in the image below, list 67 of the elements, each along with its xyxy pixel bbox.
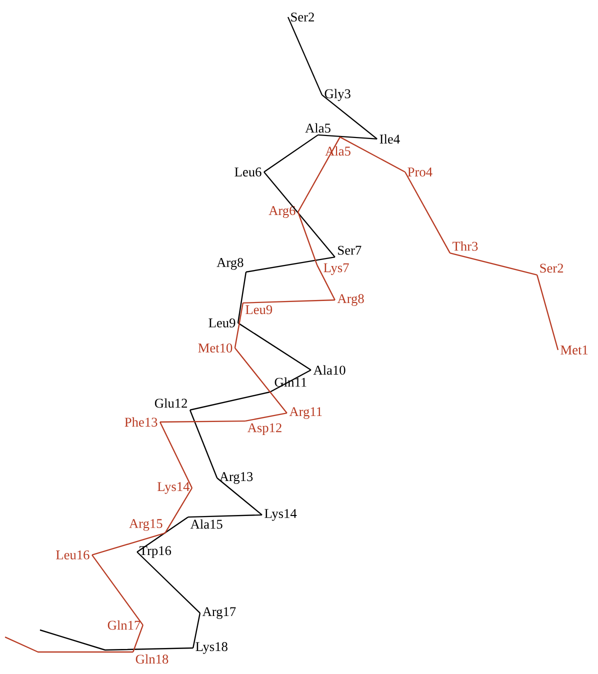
residue-label: Ala15 [190, 519, 222, 529]
backbone-line [190, 391, 270, 411]
residue-label: Gln17 [108, 620, 140, 630]
backbone-line [234, 302, 244, 348]
residue-label: Lys7 [324, 263, 349, 275]
backbone-line [404, 172, 451, 254]
residue-label: Arg11 [289, 407, 322, 419]
backbone-line [242, 299, 335, 304]
backbone-line [287, 16, 323, 96]
backbone-line [318, 134, 378, 140]
residue-label: Ser2 [540, 264, 564, 273]
residue-label: Leu9 [246, 305, 272, 314]
residue-label: Ile4 [380, 134, 400, 144]
residue-label: Met1 [560, 346, 588, 354]
residue-label: Lys14 [158, 482, 190, 494]
residue-label: Trp16 [140, 546, 172, 558]
residue-label: Ser7 [338, 246, 362, 255]
backbone-line [246, 256, 336, 273]
residue-label: Arg8 [216, 258, 244, 270]
residue-label: Ser2 [291, 12, 314, 22]
backbone-line [238, 322, 312, 370]
residue-label: Ala5 [305, 123, 330, 133]
backbone-line [136, 516, 188, 552]
residue-label: Leu9 [208, 318, 236, 328]
residue-label: Arg17 [202, 607, 236, 619]
backbone-line [188, 514, 262, 518]
residue-label: Gln18 [136, 654, 168, 664]
backbone-line [136, 552, 200, 614]
backbone-line [297, 136, 341, 212]
backbone-line [92, 532, 166, 556]
residue-label: Ala10 [313, 365, 346, 375]
backbone-line [297, 212, 318, 266]
residue-label: Asp12 [247, 423, 282, 435]
residue-label: Glu12 [154, 398, 187, 408]
backbone-line [244, 412, 288, 422]
residue-label: Arg15 [129, 519, 162, 531]
backbone-line [450, 252, 538, 276]
residue-label: Lys18 [196, 642, 228, 654]
residue-label: Arg8 [337, 294, 364, 306]
backbone-line [234, 348, 288, 414]
residue-label: Leu16 [56, 550, 90, 560]
backbone-line [40, 629, 194, 651]
residue-label: Thr3 [452, 241, 478, 251]
residue-label: Arg6 [268, 206, 296, 218]
backbone-line [264, 172, 336, 258]
backbone-line [132, 624, 144, 652]
residue-label: Met10 [198, 344, 232, 352]
residue-label: Lys14 [264, 509, 297, 521]
backbone-line [160, 420, 246, 423]
residue-label: Phe13 [124, 417, 158, 427]
backbone-line [92, 554, 144, 626]
backbone-line [216, 478, 262, 516]
backbone-line [164, 488, 193, 534]
residue-label: Pro4 [408, 168, 432, 176]
backbone-line [159, 422, 193, 488]
residue-label: Arg13 [219, 472, 253, 484]
residue-label: Leu6 [234, 168, 262, 176]
backbone-line [192, 612, 201, 648]
backbone-line [340, 136, 406, 173]
residue-label: Gly3 [324, 88, 350, 101]
backbone-line [237, 272, 247, 324]
backbone-line [322, 94, 378, 140]
backbone-line [264, 134, 318, 172]
backbone-line [4, 636, 134, 653]
backbone-line [316, 264, 336, 300]
backbone-line [189, 410, 218, 478]
backbone-line [536, 274, 559, 350]
